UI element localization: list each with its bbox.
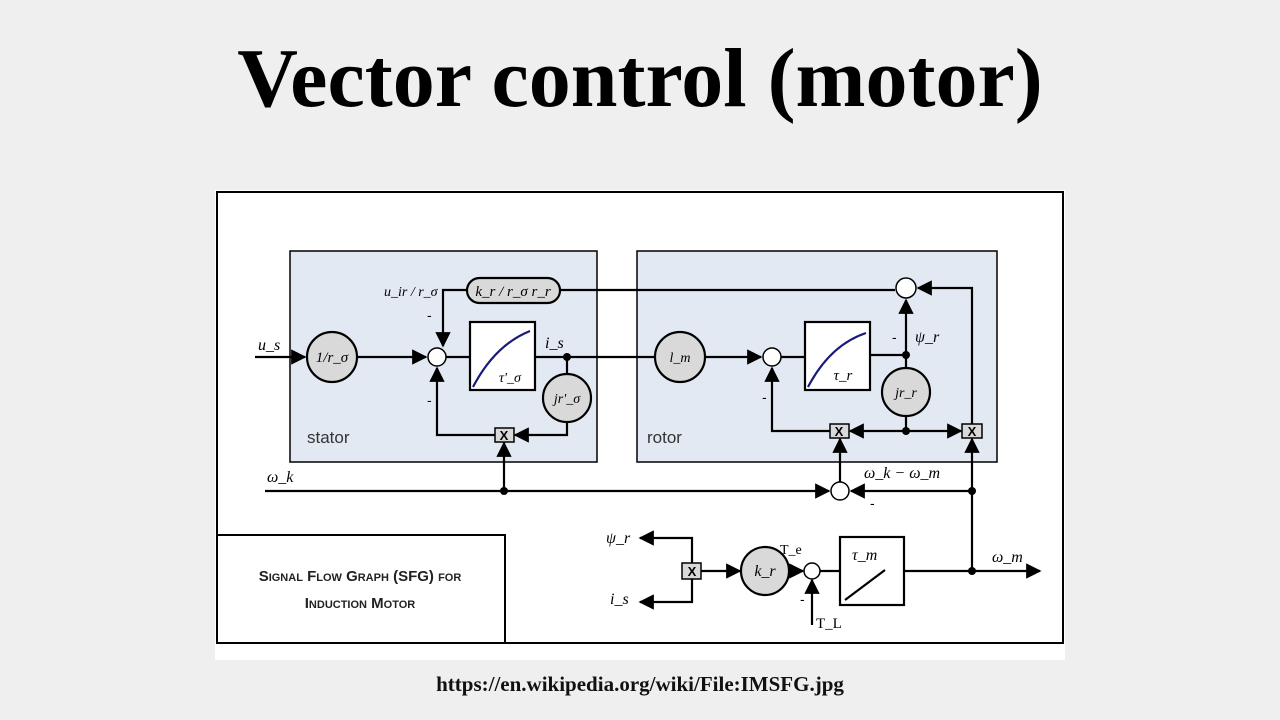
rotor-label: rotor	[647, 428, 682, 447]
mechanical-integrator-block	[838, 535, 906, 607]
minus-sign: -	[427, 392, 432, 408]
caption-box	[216, 534, 506, 644]
torque-multiplier	[681, 562, 702, 580]
integrator-ramp	[844, 569, 886, 601]
label-lm: l_m	[670, 351, 691, 366]
stator-multiplier	[494, 427, 515, 443]
source-url: https://en.wikipedia.org/wiki/File:IMSFG…	[436, 672, 844, 696]
torque-sum-junction	[803, 562, 821, 580]
gain-1-over-r-sigma	[305, 330, 359, 384]
label-kr: k_r	[754, 563, 776, 580]
label-slip: ω_k − ω_m	[864, 465, 940, 482]
minus-sign: -	[870, 495, 875, 511]
label-jr-r: jr_r	[893, 386, 917, 401]
stator-sum-junction	[427, 347, 447, 367]
gain-kr-coupling	[465, 276, 562, 305]
flux-sum-junction	[895, 277, 917, 299]
label-tau-sigma: τ'_σ	[499, 371, 522, 386]
stator-label: stator	[307, 428, 350, 447]
gain-jr-r	[880, 366, 932, 418]
caption-line-1: Signal Flow Graph (SFG) for	[259, 568, 462, 585]
minus-sign: -	[892, 329, 897, 345]
label-psi-r: ψ_r	[915, 329, 940, 346]
caption-line-2: Induction Motor	[305, 595, 416, 612]
label-tau-r: τ_r	[834, 368, 853, 384]
label-tl: T_L	[816, 616, 842, 632]
label-us: u_s	[258, 337, 280, 354]
stator-lag-curve	[472, 329, 531, 388]
label-is-out: i_s	[610, 591, 629, 608]
label-is: i_s	[545, 335, 564, 352]
label-kr-coupling: k_r / r_σ r_r	[475, 284, 550, 300]
gain-kr	[739, 545, 791, 597]
minus-sign: -	[800, 591, 805, 607]
label-psi-r-out: ψ_r	[606, 530, 631, 547]
multiplier-symbol: X	[968, 424, 977, 439]
minus-sign: -	[762, 389, 767, 405]
gain-lm	[653, 330, 707, 384]
label-omega-m: ω_m	[992, 549, 1023, 566]
minus-sign: -	[427, 307, 432, 323]
label-te: T_e	[780, 543, 802, 558]
label-jr-sigma: jr'_σ	[552, 392, 581, 407]
slip-sum-junction	[830, 481, 850, 501]
label-tau-m: τ_m	[852, 547, 877, 564]
label-uir-over-r-sigma: u_ir / r_σ	[384, 285, 439, 300]
multiplier-symbol: X	[835, 424, 844, 439]
label-1-over-r-sigma: 1/r_σ	[316, 350, 349, 366]
diagram-frame	[216, 191, 1064, 644]
rotor-multiplier-right	[961, 423, 983, 439]
gain-jr-sigma	[541, 372, 593, 424]
multiplier-symbol: X	[500, 428, 509, 443]
label-omega-k: ω_k	[267, 469, 294, 486]
rotor-multiplier-left	[829, 423, 850, 439]
rotor-lag-block	[803, 320, 872, 392]
page-title: Vector control (motor)	[237, 32, 1043, 125]
rotor-sum-junction	[762, 347, 782, 367]
rotor-lag-curve	[807, 331, 867, 388]
multiplier-symbol: X	[688, 564, 697, 579]
